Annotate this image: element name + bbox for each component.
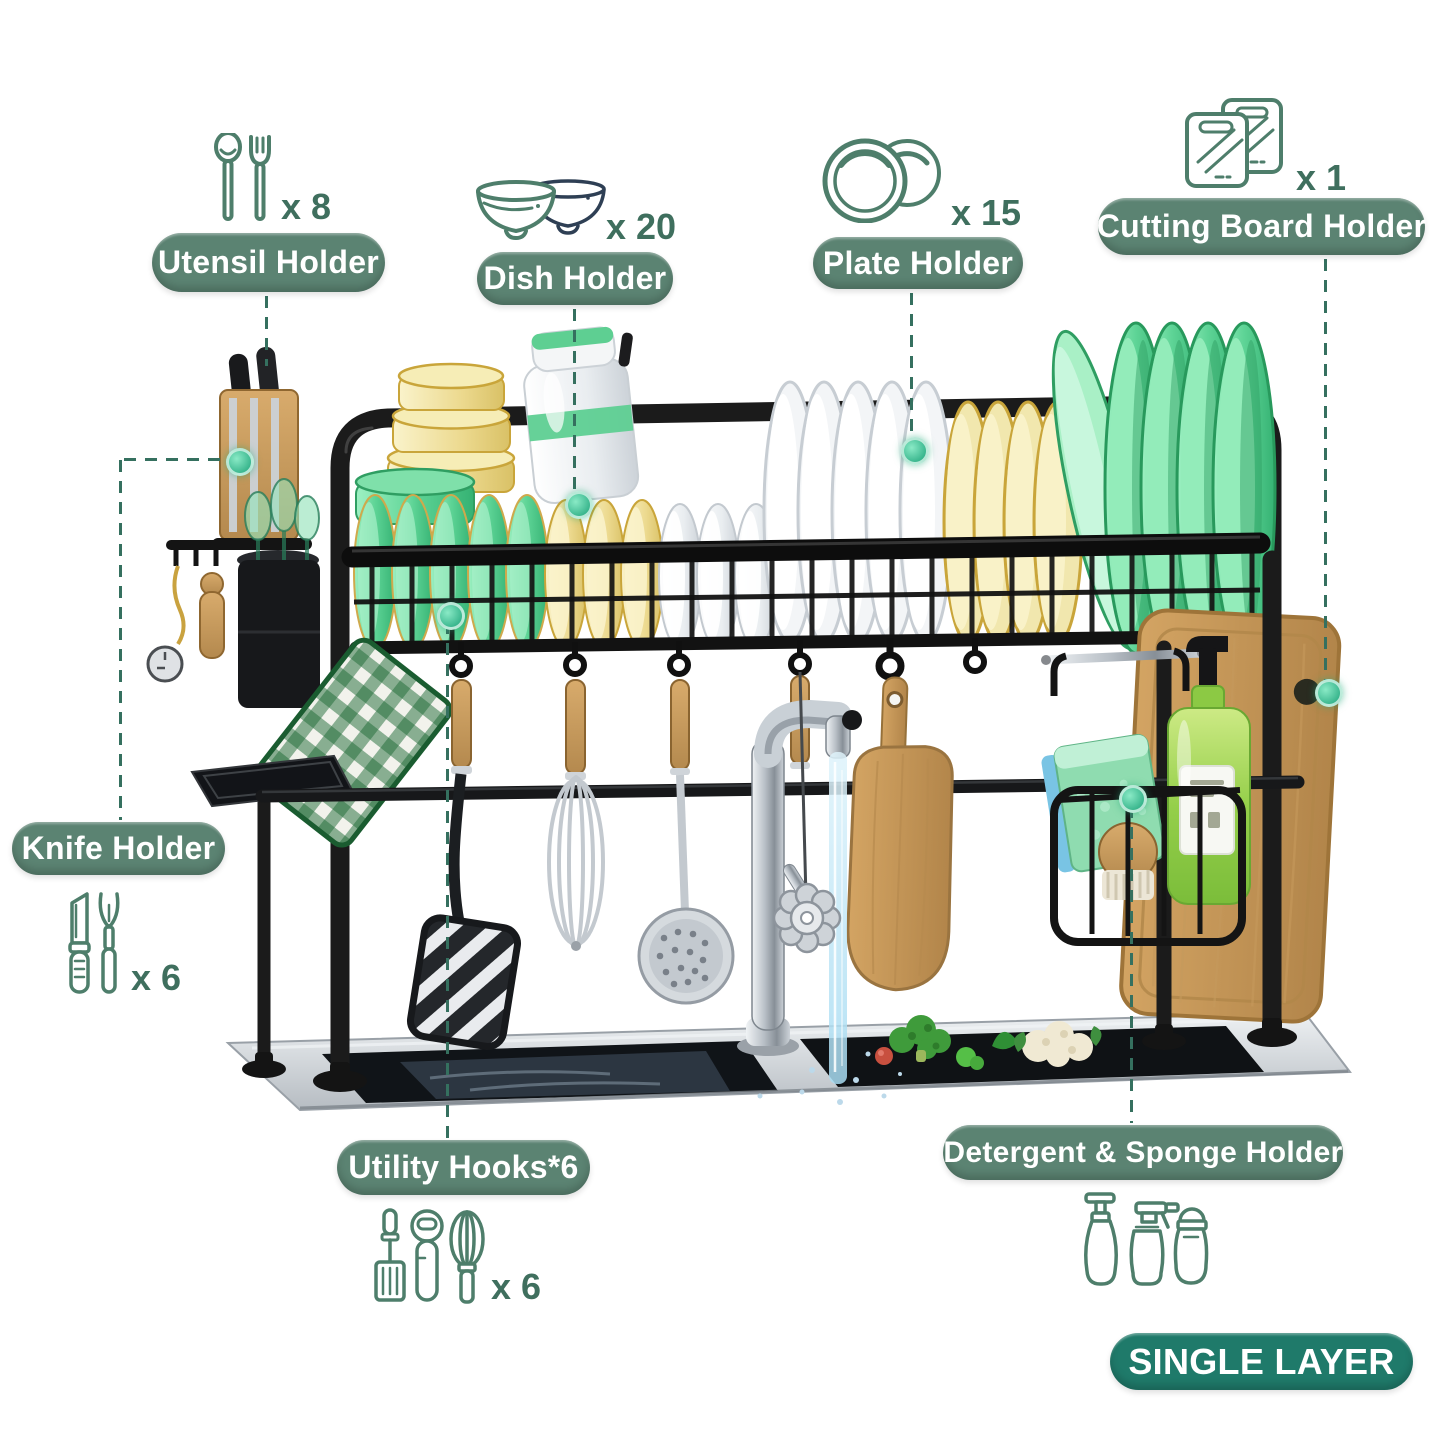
pitcher <box>523 326 640 505</box>
vegetables <box>875 1015 1102 1070</box>
plate-count: x 15 <box>951 192 1022 233</box>
utility-hooks-row <box>449 638 987 678</box>
white-bowls <box>658 503 778 649</box>
plate-holder-label: Plate Holder <box>813 237 1023 289</box>
cutting-board-callout-line <box>1324 259 1327 681</box>
detergent-callout-line <box>1130 806 1133 1123</box>
utensil-icon <box>213 131 275 228</box>
knife-holder-label: Knife Holder <box>12 822 225 875</box>
dish-marker-dot <box>565 491 593 519</box>
rack-feet <box>242 1018 1297 1092</box>
utensil-cup <box>238 478 320 708</box>
utility-hooks-marker-dot <box>437 602 465 630</box>
knife-count: x 6 <box>131 957 182 998</box>
skimmer <box>637 679 735 1005</box>
dish-holder-label: Dish Holder <box>477 252 673 305</box>
detergent-bottles-icon <box>1078 1191 1212 1294</box>
plate-callout-line <box>910 293 913 441</box>
utensil-callout-line <box>265 296 268 366</box>
knife-callout-line-v <box>119 460 122 820</box>
utility-hooks-label: Utility Hooks*6 <box>337 1140 590 1195</box>
single-layer-badge: SINGLE LAYER <box>1110 1333 1413 1390</box>
utility-hooks-icon <box>372 1208 488 1309</box>
utensil-holder-label: Utensil Holder <box>152 233 385 292</box>
spatula <box>406 679 521 1050</box>
cutting-board-marker-dot <box>1315 679 1343 707</box>
plate-marker-dot <box>901 437 929 465</box>
plate-icon <box>821 135 943 228</box>
detergent-holder <box>1041 636 1251 946</box>
white-plates <box>762 380 954 644</box>
cutting-board-icon <box>1185 98 1285 193</box>
knife-icon <box>61 891 123 1000</box>
shelf-basket <box>341 532 1271 655</box>
dish-callout-line <box>573 309 576 494</box>
dish-count: x 20 <box>606 206 677 247</box>
knife-callout-line-h <box>124 458 228 461</box>
detergent-sponge-holder-label: Detergent & Sponge Holder <box>943 1125 1343 1180</box>
whisk <box>547 679 605 951</box>
yellow-plates <box>942 400 1084 644</box>
cutting-board-count: x 1 <box>1296 157 1347 198</box>
knife-holder <box>146 346 320 708</box>
utility-hooks-callout-line <box>446 622 449 1138</box>
yellow-bowls <box>544 499 664 649</box>
utensil-count: x 8 <box>281 186 332 227</box>
pizza-peel <box>846 638 954 992</box>
dish-icon <box>476 176 608 245</box>
green-bowls <box>353 494 549 650</box>
utility-hooks-count: x 6 <box>491 1266 542 1307</box>
cutting-board-holder-label: Cutting Board Holder <box>1097 198 1426 255</box>
cookie-cutter <box>772 671 842 954</box>
detergent-marker-dot <box>1119 785 1147 813</box>
knife-marker-dot <box>226 448 254 476</box>
